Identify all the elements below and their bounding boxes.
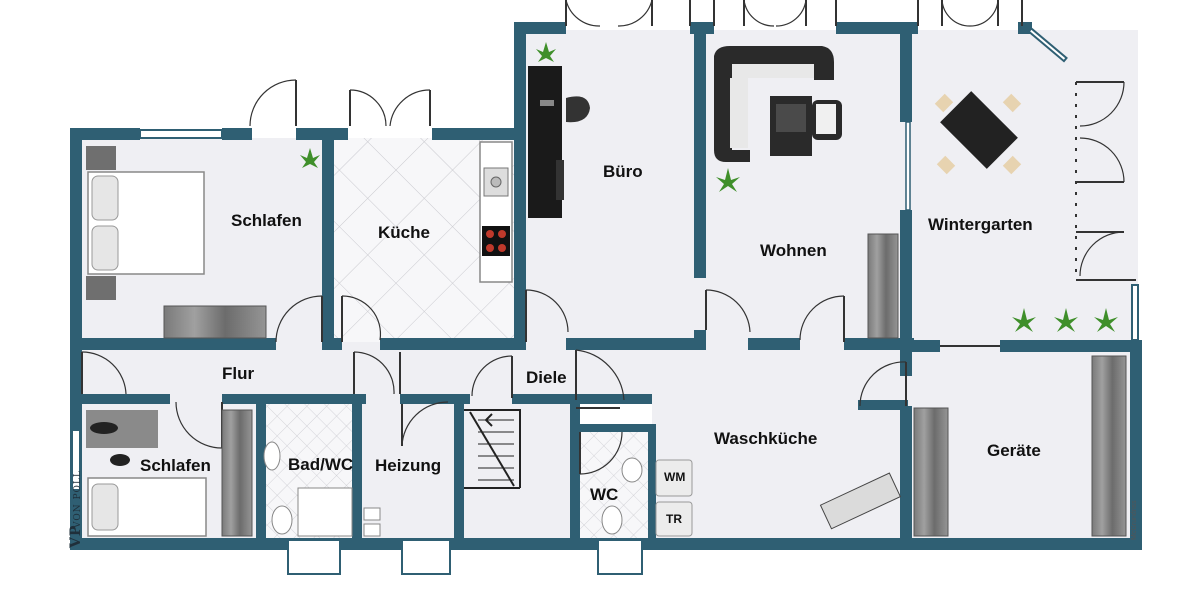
room-label-diele: Diele [526,368,567,387]
plant-icon [716,168,740,192]
single-bed [86,409,253,537]
laundry-appliances [655,459,902,537]
room-label-schlafen-2: Schlafen [140,456,211,475]
furniture [86,46,1127,537]
washing-machine-label: WM [664,470,685,484]
room-label-kueche: Küche [378,223,430,242]
dryer-label: TR [666,512,682,526]
room-label-wintergarten: Wintergarten [928,215,1033,234]
kitchen-counter [479,141,513,283]
plant-icon [536,42,556,62]
room-label-waschkueche: Waschküche [714,429,817,448]
room-label-wc: WC [590,485,618,504]
windows [71,27,1139,575]
plant-icon [1094,308,1118,332]
storage-shelves [913,355,1127,537]
staircase [464,409,521,489]
branding: VP VON POLL McGrundriss [68,470,1138,549]
plant-icon [1054,308,1078,332]
credit-text: McGrundriss [1131,500,1138,540]
plant-icon [300,148,320,168]
plants [300,42,1118,332]
room-label-flur: Flur [222,364,254,383]
room-label-heizung: Heizung [375,456,441,475]
office-desk [528,66,590,218]
room-label-schlafen-1: Schlafen [231,211,302,230]
bathroom-fixtures [263,441,381,537]
dining-table [934,91,1022,175]
logo-text: VON POLL [73,470,83,529]
room-label-bad-wc: Bad/WC [288,455,353,474]
room-labels: Schlafen Küche Büro Wohnen Wintergarten … [140,162,1041,526]
logo-mark: VP [68,525,84,549]
room-label-wohnen: Wohnen [760,241,827,260]
room-label-geraete: Geräte [987,441,1041,460]
wc-fixtures [601,457,643,535]
double-bed [86,146,267,339]
room-label-buero: Büro [603,162,643,181]
plant-icon [1012,308,1036,332]
doors [81,0,1136,475]
sofa [714,46,899,339]
